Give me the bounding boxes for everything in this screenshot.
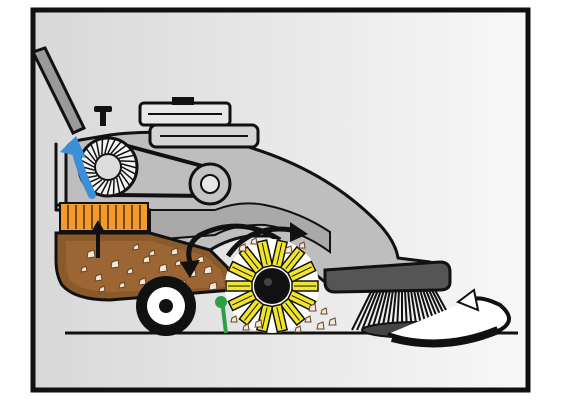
engine [94,97,260,149]
main-brush-rotation [225,222,308,258]
wheel [136,276,196,336]
air-filter [59,202,149,232]
fan-impeller [77,136,139,198]
side-brush-rotation [387,288,511,348]
flap [215,296,228,334]
dust-air-flow [60,136,96,199]
main-roller-brush [225,239,319,333]
diagram-frame [30,7,531,393]
floor-debris [230,237,337,333]
side-brush-arm [323,260,452,294]
handle [30,46,87,135]
debris-hopper [54,231,234,302]
